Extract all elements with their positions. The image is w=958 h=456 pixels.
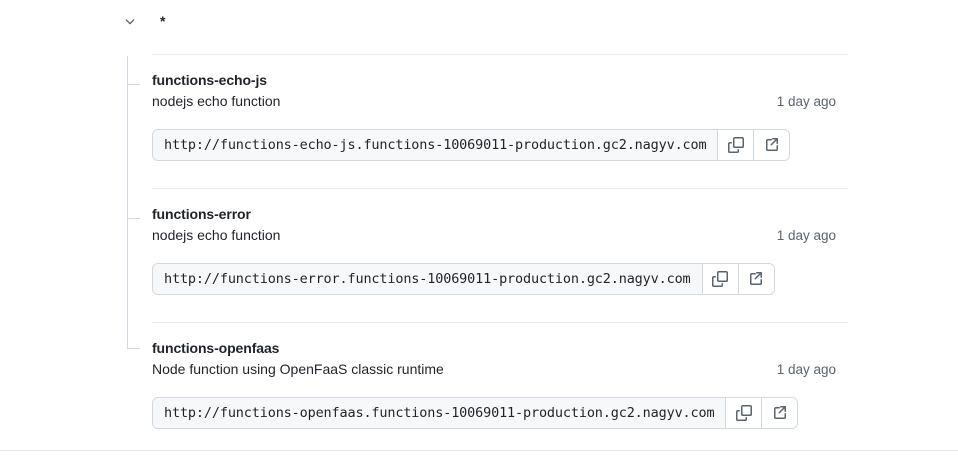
deployment-description: Node function using OpenFaaS classic run… [152,361,444,377]
separator-header [152,54,848,55]
deployment-item: functions-openfaas Node function using O… [152,338,852,429]
tree-branch-connector-1 [127,84,140,85]
deployment-url-group: http://functions-error.functions-1006901… [152,263,775,295]
copy-icon[interactable] [701,264,738,294]
tree-branch-connector-2 [127,218,140,219]
deployment-name[interactable]: functions-error [152,206,251,222]
tree-guide-line [127,56,128,348]
deployment-url-input[interactable]: http://functions-echo-js.functions-10069… [153,130,718,160]
deployment-name[interactable]: functions-openfaas [152,340,280,356]
deployment-description: nodejs echo function [152,227,281,243]
deployment-timestamp: 1 day ago [776,362,836,377]
separator-row-1 [152,188,848,189]
deployment-url-input[interactable]: http://functions-openfaas.functions-1006… [153,398,726,428]
deployment-url-group: http://functions-echo-js.functions-10069… [152,129,791,161]
chevron-down-icon[interactable] [121,12,139,30]
panel-bottom-border [0,450,958,451]
deployment-description: nodejs echo function [152,93,281,109]
external-link-icon[interactable] [737,264,774,294]
deployment-item: functions-error nodejs echo function 1 d… [152,204,852,295]
tree-branch-connector-3 [127,348,140,349]
copy-icon[interactable] [725,398,762,428]
environment-header: * [0,0,958,46]
deployment-timestamp: 1 day ago [776,94,836,109]
deployment-name[interactable]: functions-echo-js [152,72,267,88]
deployment-timestamp: 1 day ago [776,228,836,243]
external-link-icon[interactable] [761,398,798,428]
external-link-icon[interactable] [753,130,790,160]
branch-pattern-label: * [160,13,166,29]
deployment-item: functions-echo-js nodejs echo function 1… [152,70,852,161]
copy-icon[interactable] [717,130,754,160]
deployment-url-group: http://functions-openfaas.functions-1006… [152,397,799,429]
deployment-url-input[interactable]: http://functions-error.functions-1006901… [153,264,702,294]
separator-row-2 [152,322,848,323]
